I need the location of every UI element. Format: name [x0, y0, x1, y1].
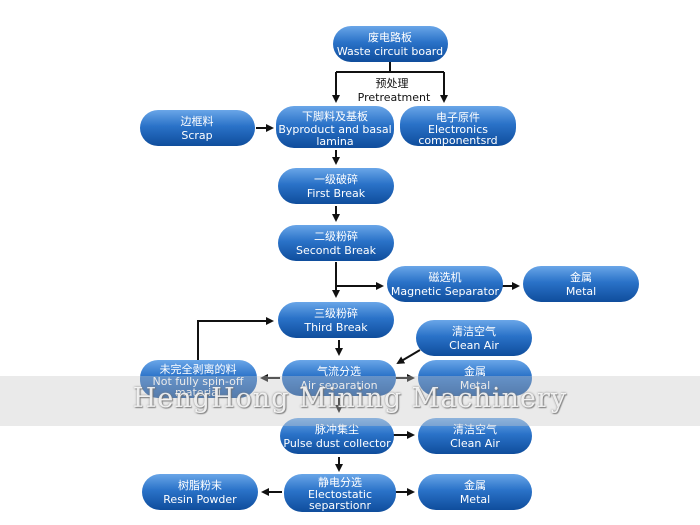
node-label-en: Pulse dust collector [283, 437, 391, 450]
node-electrostatic-separation: 静电分选 Electostatic separstionr [284, 474, 396, 512]
node-label-en-2: separstionr [309, 499, 372, 512]
node-pulse-dust-collector: 脉冲集尘 Pulse dust collector [280, 418, 394, 454]
node-electronics: 电子原件 Electronics componentsrd [400, 106, 516, 147]
node-label-en: Scrap [181, 129, 212, 142]
node-label-en-2: material [175, 386, 221, 399]
node-metal-air: 金属 Metal [418, 360, 532, 396]
node-clean-air-bottom: 清洁空气 Clean Air [418, 418, 532, 454]
node-label-en: Byproduct and basal [278, 123, 391, 136]
node-label-zh: 磁选机 [429, 270, 462, 284]
node-label-en: Metal [460, 493, 490, 506]
node-label-zh: 废电路板 [368, 30, 412, 44]
node-label-en: Not fully spin-off [153, 375, 244, 388]
node-label-en: Third Break [303, 321, 368, 334]
node-label-zh: 边框料 [181, 114, 214, 128]
node-label-en: Clean Air [450, 437, 500, 450]
node-magnetic-separator: 磁选机 Magnetic Separator [387, 266, 503, 302]
arrow-clean-air-top [396, 349, 421, 365]
node-first-break: 一级破碎 First Break [278, 168, 394, 204]
node-label-en: Waste circuit board [337, 45, 443, 58]
node-air-separation: 气流分选 Air separation [282, 360, 396, 396]
node-label-en: Clean Air [449, 339, 499, 352]
node-label-zh: 电子原件 [436, 111, 480, 124]
node-label-en: Secondt Break [296, 244, 377, 257]
connectors [197, 62, 520, 496]
node-label-zh: 树脂粉末 [178, 478, 222, 492]
pretreatment-label-en: Pretreatment [358, 91, 431, 104]
node-clean-air-top: 清洁空气 Clean Air [416, 320, 532, 356]
node-label-zh: 金属 [464, 364, 486, 378]
node-second-break: 二级粉碎 Secondt Break [278, 225, 394, 261]
node-label-en: Metal [460, 379, 490, 392]
node-resin-powder: 树脂粉末 Resin Powder [142, 474, 258, 510]
node-byproduct: 下脚料及基板 Byproduct and basal lamina [276, 106, 394, 148]
node-scrap: 边框料 Scrap [140, 110, 255, 146]
node-label-en: Electronics [428, 123, 488, 136]
node-third-break: 三级粉碎 Third Break [278, 302, 394, 338]
node-label-zh: 金属 [570, 270, 592, 284]
node-label-zh: 静电分选 [318, 475, 362, 489]
node-label-zh: 清洁空气 [452, 324, 496, 338]
watermark-band [0, 376, 700, 426]
node-not-fully-spin-off: 未完全剥离的料 Not fully spin-off material [140, 360, 257, 399]
node-label-en-2: lamina [316, 135, 353, 148]
node-label-en: Air separation [300, 379, 377, 392]
node-label-en: Electostatic [308, 488, 372, 501]
node-label-en: Metal [566, 285, 596, 298]
node-waste-circuit-board: 废电路板 Waste circuit board [333, 26, 448, 62]
node-label-zh: 气流分选 [317, 364, 361, 378]
node-metal-electrostatic: 金属 Metal [418, 474, 532, 510]
node-label-zh: 一级破碎 [314, 172, 358, 186]
node-label-zh: 二级粉碎 [314, 229, 358, 243]
node-label-zh: 脉冲集尘 [315, 422, 359, 436]
node-label-en-2: componentsrd [418, 134, 497, 147]
pretreatment-label-zh: 预处理 [376, 77, 409, 90]
arrow-loop-to-third-break [197, 317, 274, 364]
node-label-zh: 下脚料及基板 [302, 109, 368, 123]
node-label-zh: 清洁空气 [453, 422, 497, 436]
node-metal-magnetic: 金属 Metal [523, 266, 639, 302]
node-label-zh: 金属 [464, 478, 486, 492]
node-label-en: Magnetic Separator [391, 285, 500, 298]
node-label-zh: 未完全剥离的料 [160, 362, 237, 376]
node-label-zh: 三级粉碎 [314, 306, 358, 320]
node-label-en: First Break [307, 187, 366, 200]
node-label-en: Resin Powder [163, 493, 237, 506]
